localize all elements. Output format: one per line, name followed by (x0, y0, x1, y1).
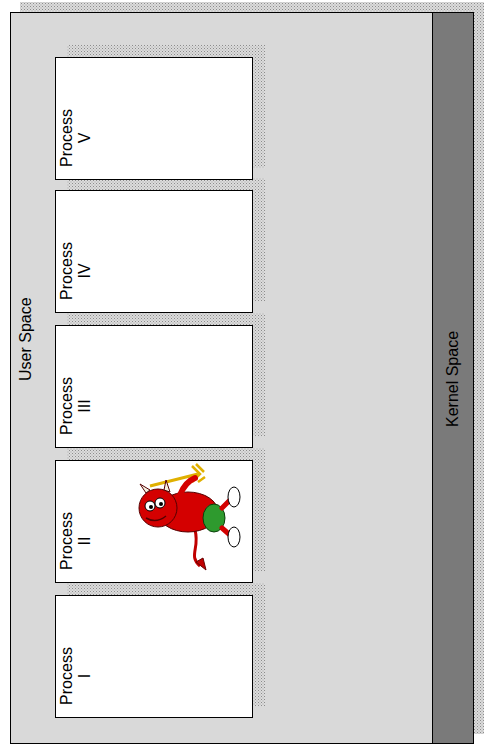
process-box: Process I (55, 595, 253, 718)
process-box: Process III (55, 325, 253, 448)
rotated-label-frame: Process I (56, 596, 252, 717)
process-label: Process V (58, 107, 94, 169)
process-label: Process IV (58, 240, 94, 302)
rotated-label-frame: Process IV (56, 191, 252, 312)
rotated-label-frame: Process III (56, 326, 252, 447)
process-box: Process II (55, 460, 253, 583)
rotated-label-frame: Kernel Space (433, 13, 473, 743)
user-space-region: User SpaceProcess I Process II Process III… (10, 12, 432, 744)
process-label: Process I (58, 645, 94, 707)
kernel-space-band: Kernel Space (432, 12, 474, 744)
rotated-label-frame: Process II (56, 461, 252, 582)
process-box: Process IV (55, 190, 253, 313)
region-label: Kernel Space (444, 331, 462, 427)
process-label: Process II (58, 510, 94, 572)
rotated-label-frame: Process V (56, 58, 252, 179)
process-label: Process III (58, 375, 94, 437)
process-box: Process V (55, 57, 253, 180)
user-space-fill (10, 12, 432, 744)
region-label: User Space (17, 297, 35, 381)
